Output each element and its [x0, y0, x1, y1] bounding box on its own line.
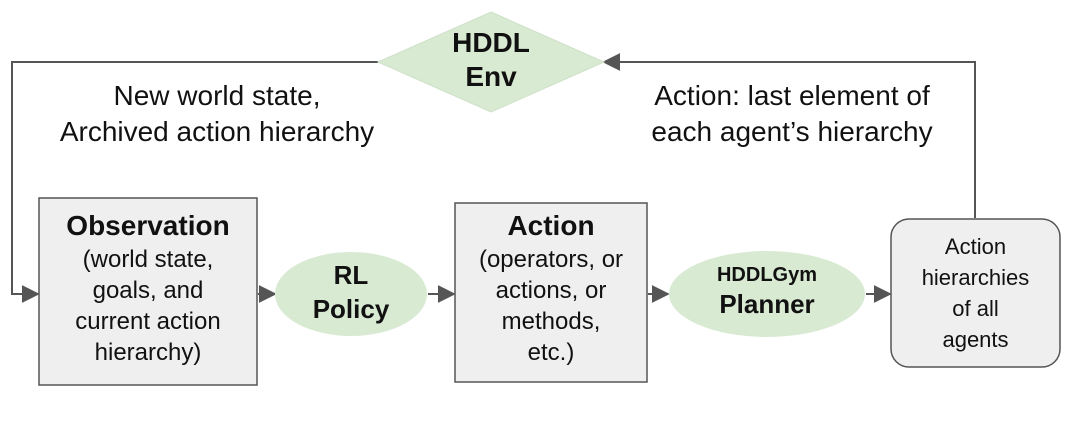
- policy-label-line2: Policy: [312, 294, 390, 324]
- feedback-left-line2: Archived action hierarchy: [59, 116, 375, 147]
- env-label-line1: HDDL: [452, 27, 530, 58]
- feedback-right-line2: each agent’s hierarchy: [651, 116, 933, 147]
- feedback-right-line1: Action: last element of: [654, 80, 930, 111]
- action-title: Action: [507, 210, 595, 241]
- hierarchies-text: Action hierarchies of all agents: [891, 231, 1060, 355]
- observation-box: [38, 197, 258, 386]
- env-label-line2: Env: [465, 60, 517, 92]
- action-text: Action (operators, or actions, or method…: [455, 208, 647, 368]
- action-line-3: methods,: [501, 308, 601, 335]
- observation-line-4: hierarchy): [94, 339, 202, 366]
- action-box: [454, 202, 648, 383]
- planner-ellipse: [669, 251, 865, 337]
- hierarchies-line-1: Action: [944, 234, 1007, 259]
- env-label: HDDL Env: [421, 26, 561, 93]
- action-line-2: actions, or: [495, 277, 607, 304]
- hierarchies-box: [890, 218, 1061, 368]
- policy-label-line1: RL: [333, 260, 369, 290]
- feedback-left-text: New world state, Archived action hierarc…: [22, 78, 412, 150]
- env-diamond: [376, 11, 606, 113]
- feedback-left-line1: New world state,: [113, 80, 321, 111]
- feedback-right-text: Action: last element of each agent’s hie…: [612, 78, 972, 150]
- planner-label-line2: Planner: [719, 289, 815, 319]
- hierarchies-line-3: of all: [952, 296, 999, 321]
- observation-title: Observation: [66, 210, 230, 241]
- planner-label: HDDLGym Planner: [680, 262, 854, 320]
- observation-text: Observation (world state, goals, and cur…: [39, 208, 257, 368]
- feedback-arrow-left: [11, 61, 378, 303]
- action-line-1: (operators, or: [478, 246, 624, 273]
- planner-label-line1: HDDLGym: [716, 264, 817, 286]
- observation-line-3: current action: [75, 308, 221, 335]
- action-line-4: etc.): [527, 339, 575, 366]
- hierarchies-line-4: agents: [942, 327, 1009, 352]
- observation-line-2: goals, and: [92, 277, 204, 304]
- policy-ellipse: [275, 252, 427, 336]
- hierarchies-line-2: hierarchies: [921, 265, 1030, 290]
- policy-label: RL Policy: [290, 258, 412, 326]
- observation-line-1: (world state,: [82, 246, 214, 273]
- feedback-arrow-right: [602, 53, 976, 218]
